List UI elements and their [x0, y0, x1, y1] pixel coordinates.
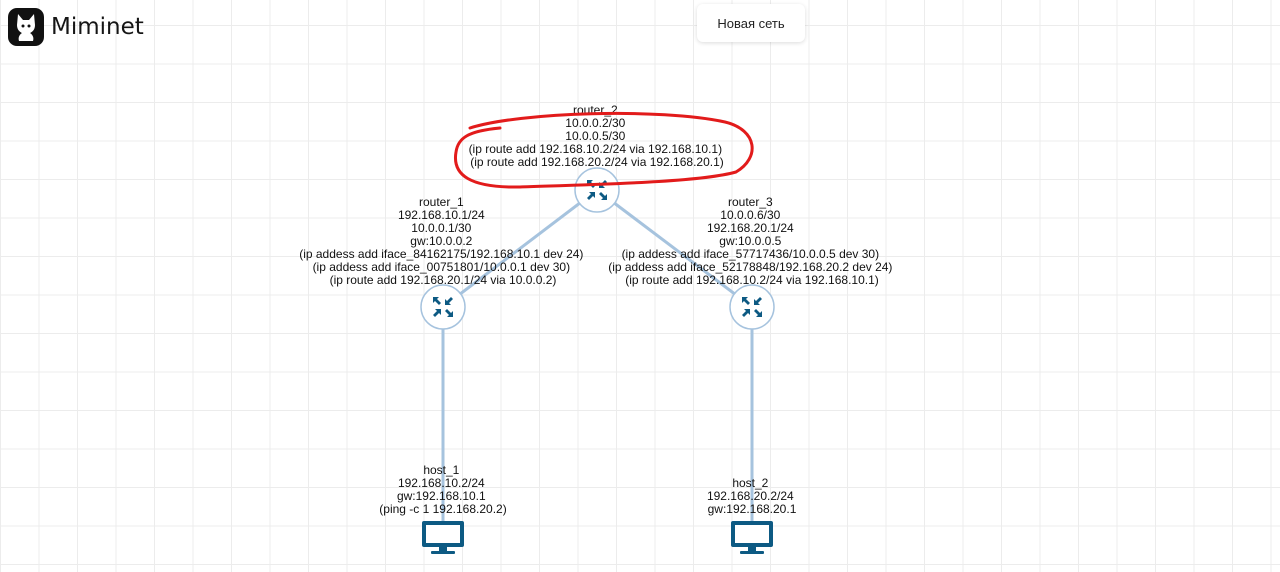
router-1-name: router_1: [419, 195, 464, 209]
svg-text:host_2 192.168.20.2/24: host_2 192.168.20.2/24 gw:192.168.20.1: [707, 476, 797, 516]
router-3-name: router_3: [728, 195, 773, 209]
router-3-line: (ip addess add iface_52178848/192.168.20…: [608, 260, 892, 274]
svg-text:router_2 10.0.0.2/30: router_2 10.0.0.2/30 10.0.0.5/30 (ip rou…: [469, 103, 726, 169]
router-3-line: (ip addess add iface_57717436/10.0.0.5 d…: [622, 247, 880, 261]
host-1-name: host_1: [423, 463, 459, 477]
router-3-line: 10.0.0.6/30: [720, 208, 780, 222]
host-2-line: 192.168.20.2/24: [707, 489, 794, 503]
router-3-line: 192.168.20.1/24: [707, 221, 794, 235]
host-2-name: host_2: [732, 476, 768, 490]
router-1-line: 10.0.0.1/30: [411, 221, 471, 235]
svg-text:router_3 10.0.0.6/30: router_3 10.0.0.6/30 192.168.20.1/24 gw:…: [608, 195, 896, 287]
router-1-node[interactable]: router_1 192.168.10.1/24 10.0.0.1/30 gw:…: [299, 195, 587, 330]
host-1-line: gw:192.168.10.1: [397, 489, 486, 503]
link-router1-router2[interactable]: [442, 188, 598, 309]
router-1-line: (ip route add 192.168.20.1/24 via 10.0.0…: [330, 273, 557, 287]
cat-logo-icon: [8, 8, 44, 46]
router-2-node[interactable]: router_2 10.0.0.2/30 10.0.0.5/30 (ip rou…: [469, 103, 726, 213]
router-2-line: 10.0.0.2/30: [565, 116, 625, 130]
router-1-line: 192.168.10.1/24: [398, 208, 485, 222]
svg-text:host_1 192.168.10.2/24: host_1 192.168.10.2/24 gw:192.168.10.1 (…: [379, 463, 506, 516]
host-1-node[interactable]: host_1 192.168.10.2/24 gw:192.168.10.1 (…: [379, 463, 507, 572]
monitor-icon: [422, 521, 464, 554]
router-1-line: (ip addess add iface_00751801/10.0.0.1 d…: [313, 260, 571, 274]
router-1-line: gw:10.0.0.2: [410, 234, 472, 248]
host-2-node[interactable]: host_2 192.168.20.2/24 gw:192.168.20.1: [707, 476, 797, 554]
router-1-line: (ip addess add iface_84162175/192.168.10…: [299, 247, 583, 261]
host-1-line: 192.168.10.2/24: [398, 476, 485, 490]
router-3-line: (ip route add 192.168.10.2/24 via 192.16…: [625, 273, 879, 287]
red-annotation-loop: [453, 111, 754, 189]
new-network-button[interactable]: Новая сеть: [697, 4, 805, 42]
router-2-line: (ip route add 192.168.20.2/24 via 192.16…: [470, 155, 724, 169]
host-2-line: gw:192.168.20.1: [708, 502, 797, 516]
app-name: Miminet: [51, 14, 144, 40]
monitor-icon: [731, 521, 773, 554]
links: [441, 188, 754, 537]
host-1-line: (ping -c 1 192.168.20.2): [379, 502, 506, 516]
router-3-line: gw:10.0.0.5: [719, 234, 781, 248]
app-logo[interactable]: Miminet: [8, 8, 144, 46]
router-2-line: 10.0.0.5/30: [565, 129, 625, 143]
svg-text:router_1 192.168.10.1/24: router_1 192.168.10.1/24 10.0.0.1/30 gw:…: [299, 195, 587, 287]
router-2-line: (ip route add 192.168.10.2/24 via 192.16…: [469, 142, 723, 156]
router-3-node[interactable]: router_3 10.0.0.6/30 192.168.20.1/24 gw:…: [608, 195, 896, 330]
link-router2-router3[interactable]: [596, 188, 753, 309]
